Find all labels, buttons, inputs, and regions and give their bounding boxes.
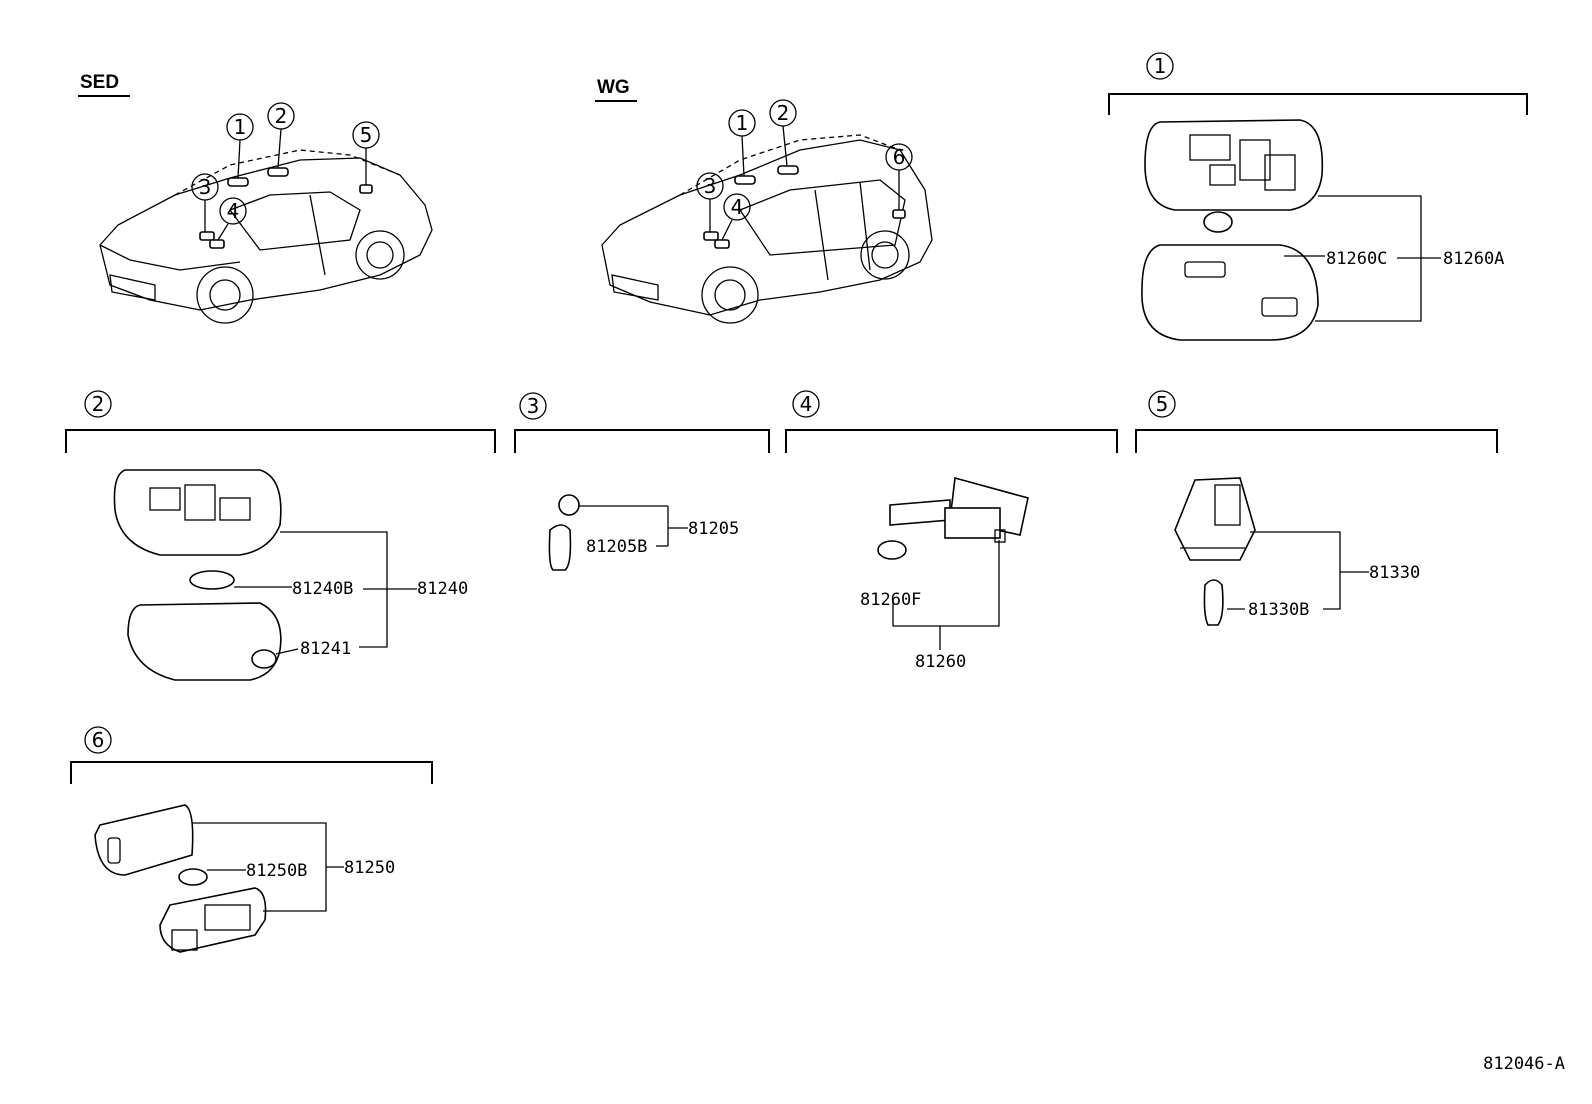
part-number-81250: 81250: [344, 858, 395, 878]
diagram-id: 812046-A: [1483, 1054, 1565, 1074]
luggage-lamp-bulb: [178, 868, 208, 886]
sedan-callout-3: 3: [191, 173, 219, 232]
section-2-number: 2: [92, 392, 105, 416]
svg-text:4: 4: [731, 195, 744, 219]
section-2-bracket: [65, 429, 496, 453]
part-number-81205B: 81205B: [586, 537, 647, 557]
section-5-bracket: [1135, 429, 1498, 453]
svg-text:5: 5: [360, 123, 373, 147]
svg-text:1: 1: [234, 115, 247, 139]
sedan-callout-4: 4: [217, 197, 247, 241]
section-1-number: 1: [1154, 54, 1167, 78]
sedan-view: SED 1 2: [78, 72, 433, 324]
map-lamp-assembly: [889, 476, 1029, 543]
part-number-81240B: 81240B: [292, 579, 353, 599]
sedan-callout-5: 5: [352, 121, 380, 185]
part-number-81260A: 81260A: [1443, 249, 1504, 269]
part-number-81205: 81205: [688, 519, 739, 539]
sedan-car-illustration: [99, 149, 433, 324]
bulb-81205-top: [558, 494, 580, 516]
section-6: 6 81250B 81250: [70, 726, 433, 953]
bulb-81205B: [548, 524, 572, 571]
luggage-lamp-housing: [159, 887, 267, 953]
map-lamp-bulb: [877, 540, 907, 560]
wagon-callout-4: 4: [721, 193, 751, 241]
section-4: 4 81260F 81260: [785, 390, 1118, 672]
section-1-bracket: [1108, 93, 1528, 115]
section-5: 5 81330 81330B: [1135, 390, 1498, 626]
part-number-81330B: 81330B: [1248, 600, 1309, 620]
svg-text:2: 2: [275, 104, 288, 128]
part-number-81240: 81240: [417, 579, 468, 599]
sedan-label: SED: [80, 72, 119, 93]
room-lamp-lens: [127, 602, 282, 681]
section-6-bracket: [70, 761, 433, 784]
svg-text:3: 3: [199, 175, 212, 199]
section-4-number: 4: [800, 392, 813, 416]
sedan-callout-1: 1: [226, 113, 254, 179]
wagon-car-illustration: [601, 134, 933, 324]
dome-lamp-bulb-a: [1203, 211, 1233, 233]
part-number-81260C: 81260C: [1326, 249, 1387, 269]
section-3-bracket: [514, 429, 770, 453]
section-4-bracket: [785, 429, 1118, 453]
section-6-number: 6: [92, 728, 105, 752]
section-5-number: 5: [1156, 392, 1169, 416]
room-lamp-bulb: [189, 570, 235, 590]
part-number-81241: 81241: [300, 639, 351, 659]
dome-lamp-housing: [1144, 119, 1324, 211]
svg-text:4: 4: [227, 199, 240, 223]
trunk-lamp-bulb: [1203, 579, 1224, 626]
room-lamp-housing: [113, 469, 282, 556]
part-number-81250B: 81250B: [246, 861, 307, 881]
svg-text:1: 1: [736, 111, 749, 135]
wagon-callout-3: 3: [696, 172, 724, 232]
svg-text:6: 6: [893, 145, 906, 169]
part-number-81330: 81330: [1369, 563, 1420, 583]
part-number-81260F: 81260F: [860, 590, 921, 610]
svg-text:2: 2: [777, 101, 790, 125]
section-1: 1 81260C 81260A: [1108, 52, 1528, 341]
sedan-callout-2: 2: [267, 102, 295, 169]
section-3: 3 81205 81205B: [514, 392, 770, 571]
wagon-callout-1: 1: [728, 109, 756, 177]
wagon-view: WG 1 2: [595, 77, 933, 324]
trunk-lamp-socket: [1174, 477, 1256, 561]
section-2: 2 81240B 81240 81241: [65, 390, 496, 681]
svg-text:3: 3: [704, 174, 717, 198]
luggage-lamp-lens: [94, 804, 194, 876]
wagon-callout-6: 6: [885, 143, 913, 210]
part-number-81260: 81260: [915, 652, 966, 672]
wagon-label: WG: [597, 77, 630, 98]
wagon-callout-2: 2: [769, 99, 797, 167]
dome-lamp-lens: [1141, 244, 1319, 341]
section-3-number: 3: [527, 394, 540, 418]
